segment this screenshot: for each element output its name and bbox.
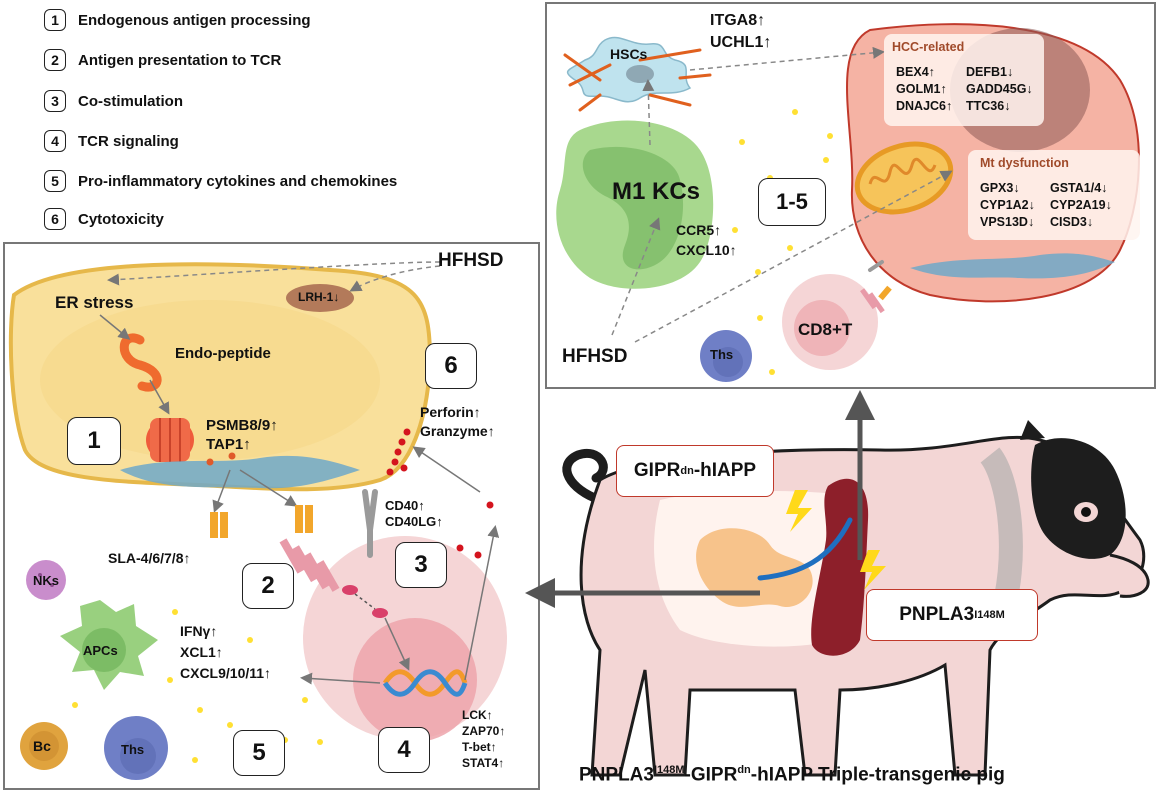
arrow-er-to-peptide bbox=[99, 314, 131, 340]
arrow-granules-to-perforin bbox=[412, 446, 481, 493]
pig-caption: PNPLA3I148M-GIPRdn-hIAPP Triple-transgen… bbox=[579, 764, 1005, 786]
step-5-box: 5 bbox=[233, 730, 285, 776]
cd8t-label: CD8+T bbox=[798, 320, 853, 339]
pig-tail bbox=[562, 448, 608, 505]
hfhsd-arrow-lrh1 bbox=[349, 265, 441, 292]
arrow-dna-to-granules bbox=[464, 525, 500, 681]
uchl1-label: UCHL1↑ bbox=[710, 34, 772, 51]
cd40-label: CD40↑ bbox=[385, 498, 425, 513]
m1-kcs-label: M1 KCs bbox=[612, 178, 701, 205]
mt-gene-list-1: GPX3↓ CYP1A2↓ VPS13D↓ bbox=[980, 181, 1035, 229]
mitochondrion bbox=[854, 141, 954, 215]
apcs-label: APCs bbox=[83, 643, 118, 658]
endoplasmic-reticulum bbox=[120, 455, 360, 489]
hcc-related-panel: HCC-related BEX4↑ GOLM1↑ DNAJC6↑ DEFB1↓ … bbox=[884, 34, 1044, 126]
hfhsd-arrow-er bbox=[107, 261, 441, 286]
arrow-kc-to-hsc bbox=[642, 79, 655, 146]
er-stress-label: ER stress bbox=[55, 293, 134, 312]
mhc-receptors bbox=[210, 505, 313, 538]
hcc-gene-list-up: BEX4↑ GOLM1↑ DNAJC6↑ bbox=[896, 65, 953, 113]
dna-helix bbox=[382, 669, 468, 697]
arrow-hfhsd-to-kc bbox=[611, 217, 661, 336]
sla-label: SLA-4/6/7/8↑ bbox=[108, 550, 191, 566]
cd40-receptor bbox=[362, 489, 378, 558]
pig-liver bbox=[811, 478, 869, 656]
tbet-label: T-bet↑ bbox=[462, 740, 497, 754]
cxcl-label: CXCL9/10/11↑ bbox=[180, 665, 272, 681]
ifng-label: IFNγ↑ bbox=[180, 623, 218, 639]
arrow-dna-to-cytokines bbox=[300, 672, 381, 685]
zap70-label: ZAP70↑ bbox=[462, 724, 506, 738]
arrow-er-to-receptor bbox=[239, 469, 298, 507]
xcl1-label: XCL1↑ bbox=[180, 644, 223, 660]
hfhsd-label-left: HFHSD bbox=[438, 250, 504, 271]
hcc-related-title: HCC-related bbox=[892, 40, 965, 54]
arrow-peptide-to-proteasome bbox=[149, 379, 170, 415]
lrh1-organelle bbox=[286, 284, 354, 312]
pig-snout bbox=[1109, 553, 1150, 598]
pig-intestine bbox=[696, 528, 813, 608]
pig-eye bbox=[1081, 507, 1091, 517]
pig-head-patch bbox=[1031, 438, 1126, 559]
tcr-complex bbox=[279, 538, 340, 592]
perforin-granules bbox=[386, 428, 411, 476]
hcc-gene-list-down: DEFB1↓ GADD45G↓ TTC36↓ bbox=[966, 65, 1033, 113]
hscs-label: HSCs bbox=[610, 46, 648, 62]
itga8-label: ITGA8↑ bbox=[710, 12, 766, 29]
ths-label-left: Ths bbox=[121, 742, 145, 757]
ccr5-label: CCR5↑ bbox=[676, 222, 722, 238]
step-2-box: 2 bbox=[242, 563, 294, 609]
lck-label: LCK↑ bbox=[462, 708, 493, 722]
step-6-box: 6 bbox=[425, 343, 477, 389]
ths-label-right: Ths bbox=[710, 347, 734, 362]
granzyme-label: Granzyme↑ bbox=[420, 423, 495, 439]
lightning-gipr bbox=[786, 490, 812, 532]
cd40lg-label: CD40LG↑ bbox=[385, 514, 443, 529]
endo-peptide-label: Endo-peptide bbox=[175, 345, 271, 362]
arrow-er-to-sla bbox=[212, 469, 231, 513]
pig-portal-vein bbox=[757, 517, 853, 581]
proteasome bbox=[146, 418, 194, 462]
mt-dysfunction-title: Mt dysfunction bbox=[980, 156, 1069, 170]
lrh1-label: LRH-1↓ bbox=[298, 290, 340, 304]
bc-label: Bc bbox=[33, 738, 51, 754]
cxcl10-label: CXCL10↑ bbox=[676, 242, 737, 258]
nk-cell bbox=[26, 560, 66, 600]
arrow-hfhsd-to-mito bbox=[634, 170, 953, 343]
step-1-box: 1 bbox=[67, 417, 121, 465]
steps-1-5-box: 1-5 bbox=[758, 178, 826, 226]
psmb-label: PSMB8/9↑ bbox=[206, 417, 278, 434]
lightning-pnpla3 bbox=[860, 550, 886, 590]
mt-gene-list-2: GSTA1/4↓ CYP2A19↓ CISD3↓ bbox=[1050, 181, 1112, 229]
step-4-box: 4 bbox=[378, 727, 430, 773]
tap1-label: TAP1↑ bbox=[206, 436, 251, 453]
hsc-cell bbox=[563, 36, 712, 112]
hfhsd-label-right: HFHSD bbox=[562, 346, 628, 367]
pig-ear bbox=[1020, 420, 1045, 440]
stat4-label: STAT4↑ bbox=[462, 756, 505, 770]
step-3-box: 3 bbox=[395, 542, 447, 588]
arrow-tcr-to-dna bbox=[384, 617, 410, 671]
nks-label: NKs bbox=[33, 573, 60, 588]
perforin-label: Perforin↑ bbox=[420, 404, 481, 420]
hcc-er bbox=[910, 253, 1115, 279]
endo-peptide-shape bbox=[119, 333, 162, 392]
mt-dysfunction-panel: Mt dysfunction GPX3↓ CYP1A2↓ VPS13D↓ GST… bbox=[968, 150, 1140, 240]
